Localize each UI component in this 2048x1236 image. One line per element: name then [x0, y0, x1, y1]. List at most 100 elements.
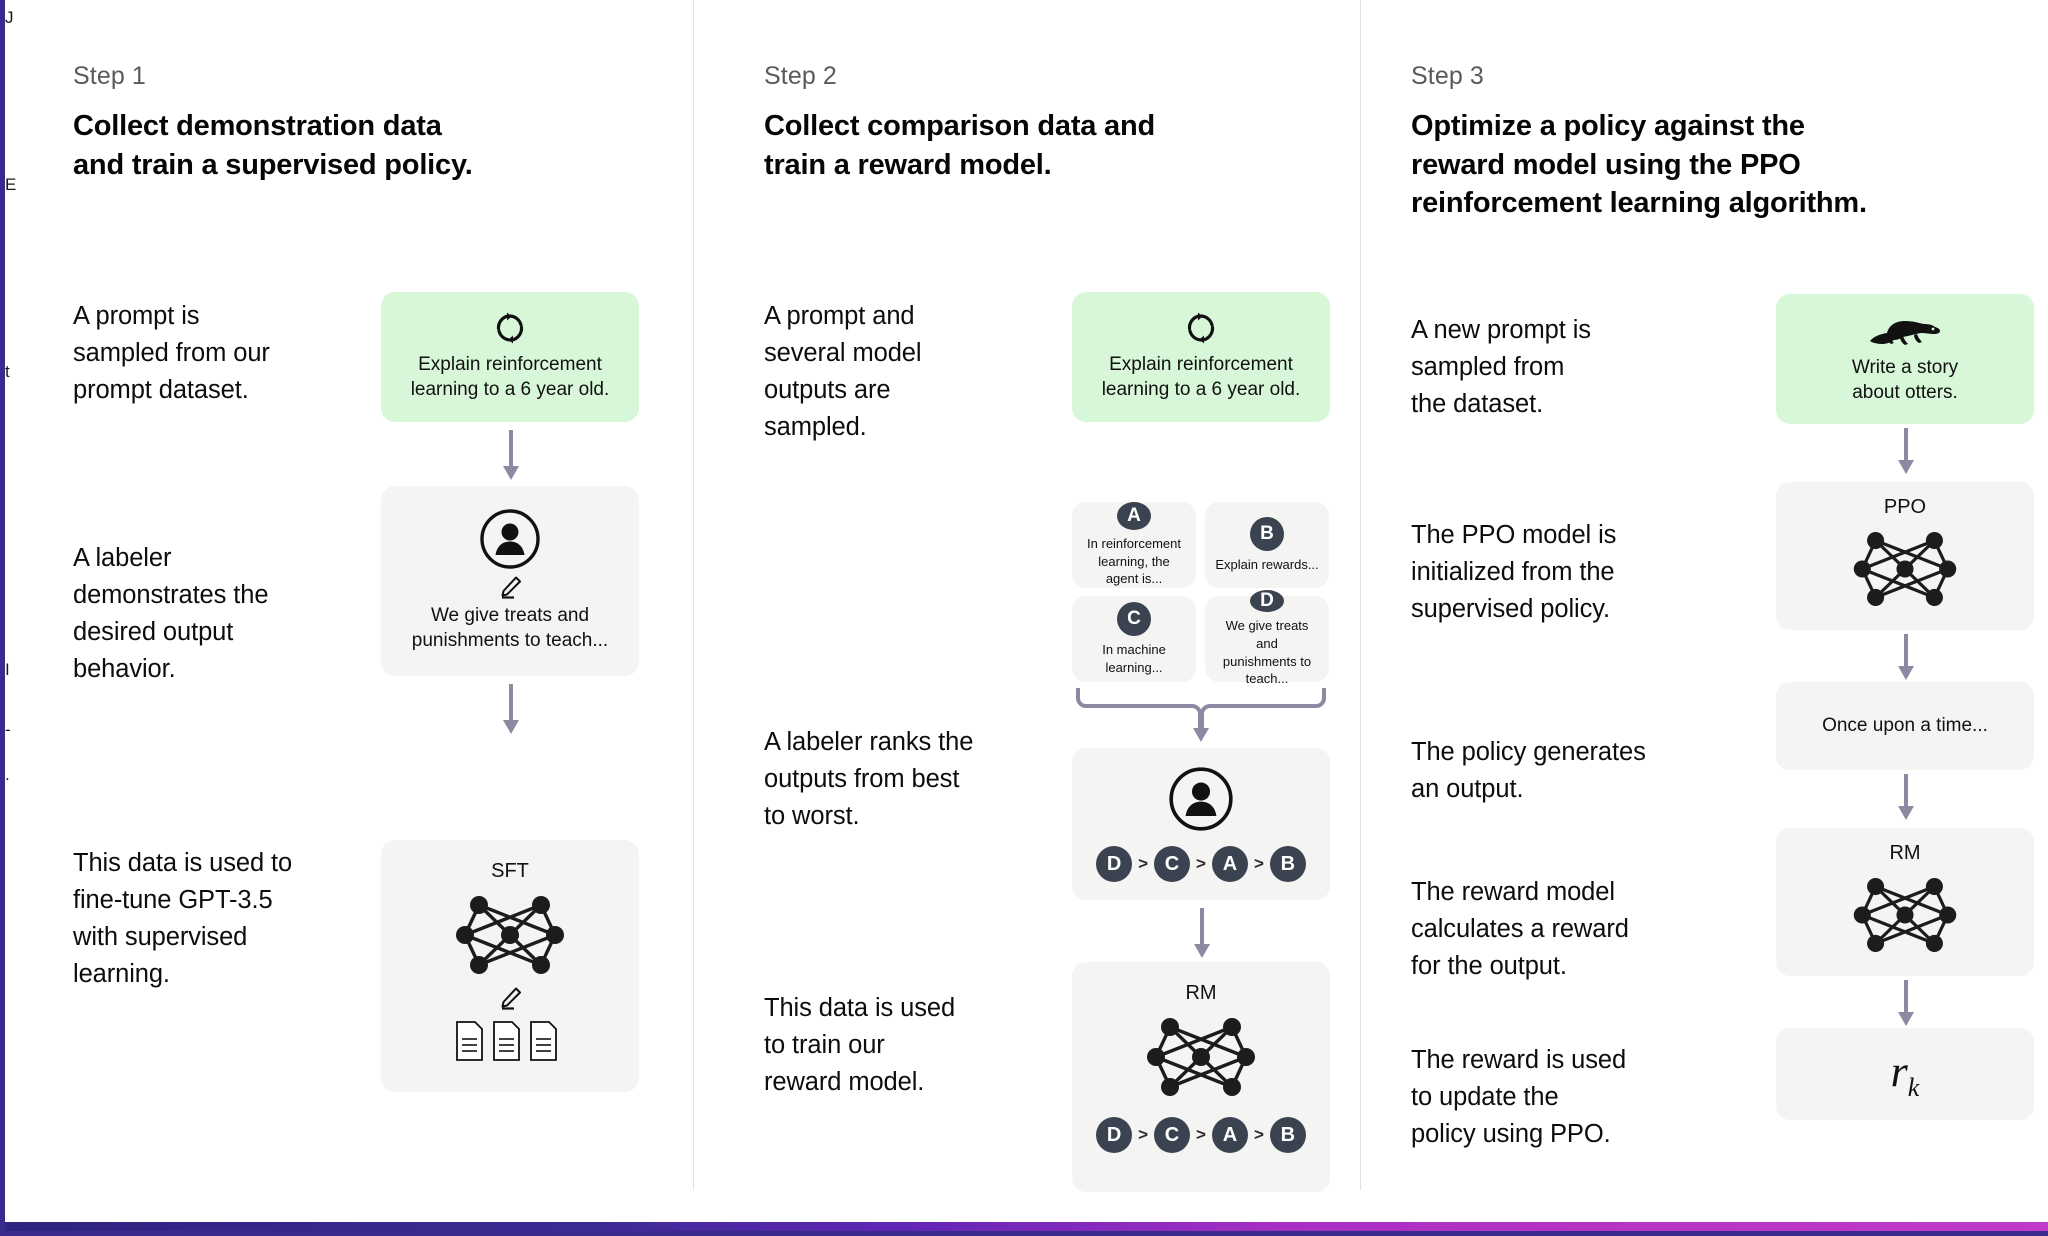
output-b-text: Explain rewards...: [1215, 556, 1319, 572]
reward-symbol: r: [1890, 1046, 1908, 1096]
step-1-label: Step 1: [73, 62, 146, 90]
step-1-sft-card[interactable]: SFT: [381, 840, 639, 1092]
arrow-down-icon: [1895, 428, 1917, 476]
person-circle-icon: [479, 508, 541, 570]
step-3-ppo-card[interactable]: PPO: [1776, 482, 2034, 630]
edge-fragment: -: [5, 720, 11, 739]
ranking-row: D > C > A > B: [1096, 1117, 1306, 1153]
badge-d: D: [1250, 590, 1284, 613]
step-2-rm-title: RM: [1185, 982, 1217, 1004]
edge-fragment: .: [5, 765, 10, 784]
rank-badge-2: C: [1154, 846, 1191, 882]
badge-a: A: [1117, 502, 1151, 531]
badge-b: B: [1250, 516, 1284, 551]
rank-badge-1: D: [1096, 1117, 1133, 1153]
rank-badge-4: B: [1269, 846, 1306, 882]
rank-badge-3: A: [1211, 846, 1248, 882]
step-3-output-card[interactable]: Once upon a time...: [1776, 682, 2034, 770]
greater-than-icon: >: [1138, 1125, 1149, 1144]
pencil-icon: [497, 985, 523, 1011]
arrow-down-icon: [500, 430, 522, 482]
arrow-down-icon: [500, 684, 522, 736]
step-3-rm-title: RM: [1889, 842, 1921, 864]
person-circle-icon: [1168, 766, 1234, 832]
greater-than-icon: >: [1196, 854, 1206, 873]
step-1-sft-title: SFT: [491, 860, 529, 882]
step-2-label: Step 2: [764, 62, 837, 90]
badge-c: C: [1117, 601, 1151, 636]
otter-icon: [1867, 312, 1943, 348]
step-3-reward-card[interactable]: rk: [1776, 1028, 2034, 1120]
greater-than-icon: >: [1138, 854, 1149, 873]
arrow-down-icon: [1895, 634, 1917, 682]
neural-network-icon: [1849, 525, 1961, 613]
arrow-down-icon: [1191, 908, 1213, 960]
refresh-cycle-icon: [493, 311, 527, 345]
step-3-ppo-title: PPO: [1883, 496, 1927, 518]
pencil-icon: [497, 574, 523, 600]
neural-network-icon: [451, 889, 569, 981]
step-3-output-text: Once upon a time...: [1822, 714, 1988, 736]
ranking-row: D > C > A > B: [1096, 846, 1306, 882]
greater-than-icon: >: [1253, 854, 1264, 873]
reward-formula: rk: [1891, 1046, 1920, 1103]
edge-fragment: J: [5, 8, 14, 27]
arrow-down-icon: [1895, 980, 1917, 1028]
rank-badge-2: C: [1154, 1117, 1191, 1153]
arrow-down-icon: [1895, 774, 1917, 822]
edge-fragment: E: [5, 175, 17, 194]
rank-badge-3: A: [1211, 1117, 1248, 1153]
step-3-rm-card[interactable]: RM: [1776, 828, 2034, 976]
neural-network-icon: [1849, 871, 1961, 959]
edge-fragment: t: [5, 362, 10, 381]
rank-badge-4: B: [1269, 1117, 1306, 1153]
documents-icon: [454, 1019, 566, 1063]
refresh-cycle-icon: [1184, 311, 1218, 345]
reward-subscript: k: [1907, 1072, 1920, 1102]
neural-network-icon: [1142, 1011, 1260, 1103]
bottom-gradient-bar: [5, 1222, 2048, 1231]
rank-badge-1: D: [1096, 846, 1133, 882]
merge-arrow-icon: [1072, 684, 1330, 746]
greater-than-icon: >: [1196, 1125, 1206, 1144]
output-card-b[interactable]: B Explain rewards...: [1205, 502, 1329, 588]
step-2-labeler-rank-card[interactable]: D > C > A > B: [1072, 748, 1330, 900]
greater-than-icon: >: [1253, 1125, 1264, 1144]
feedback-loop-arrow-icon: [2031, 492, 2048, 1092]
step-2-rm-card[interactable]: RM: [1072, 962, 1330, 1192]
edge-fragment: I: [5, 660, 10, 679]
step-3-label: Step 3: [1411, 62, 1484, 90]
